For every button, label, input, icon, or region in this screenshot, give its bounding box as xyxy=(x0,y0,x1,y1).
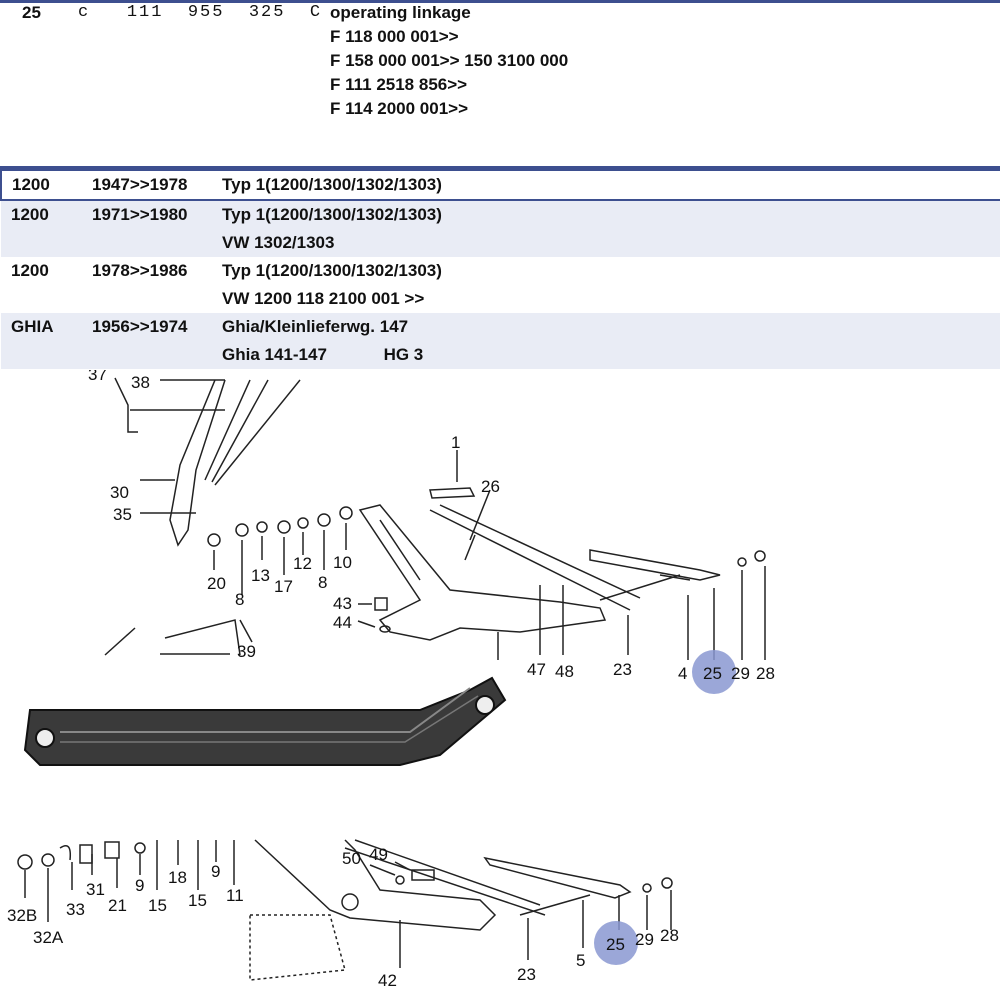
callout-label: 13 xyxy=(251,566,270,585)
callout-label: 18 xyxy=(168,868,187,887)
callout-label: 29 xyxy=(731,664,750,683)
callout-label: 20 xyxy=(207,574,226,593)
model-row[interactable]: 1200 1947>>1978 Typ 1(1200/1300/1302/130… xyxy=(0,169,1000,201)
callout-label: 42 xyxy=(378,971,397,990)
callout-label: 28 xyxy=(756,664,775,683)
part-header: 25 c 111 955 325 C operating linkage F 1… xyxy=(0,0,1000,165)
callout-label: 23 xyxy=(517,965,536,984)
callout-label: 17 xyxy=(274,577,293,596)
model-row-cont: Ghia 141-147 HG 3 xyxy=(1,341,1000,369)
callout-label: 11 xyxy=(226,886,244,905)
model-row-cont: VW 1302/1303 xyxy=(1,229,1000,257)
part-fitment-line: F 114 2000 001>> xyxy=(330,99,469,118)
model-row[interactable]: GHIA 1956>>1974 Ghia/Kleinlieferwg. 147 xyxy=(1,313,1000,341)
code-letter: c xyxy=(78,3,91,22)
callout-label: 43 xyxy=(333,594,352,613)
callout-label: 50 xyxy=(342,849,361,868)
callout-label: 15 xyxy=(188,891,207,910)
callout-label: 10 xyxy=(333,553,352,572)
callout-label: 9 xyxy=(211,862,220,881)
callout-label: 4 xyxy=(678,664,687,683)
callout-label: 32B xyxy=(7,906,37,925)
years-cell: 1971>>1980 xyxy=(92,200,222,229)
section-rule xyxy=(0,166,1000,169)
callout-label-highlighted[interactable]: 25 xyxy=(703,664,722,683)
callout-label: 8 xyxy=(235,590,244,609)
linkage-bar-photo xyxy=(23,676,507,766)
years-cell: 1956>>1974 xyxy=(92,313,222,341)
model-cell: GHIA xyxy=(1,313,92,341)
callout-label: 47 xyxy=(527,660,546,679)
type-cell: VW 1302/1303 xyxy=(222,229,1000,257)
callout-label: 12 xyxy=(293,554,312,573)
callout-label: 30 xyxy=(110,483,129,502)
callout-label: 39 xyxy=(237,642,256,661)
callout-label: 5 xyxy=(576,951,585,970)
part-fitment-line: F 158 000 001>> 150 3100 000 xyxy=(330,51,569,70)
callout-label: 44 xyxy=(333,613,352,632)
callout-label: 35 xyxy=(113,505,132,524)
upper-linkage-drawing xyxy=(104,377,766,660)
years-cell: 1947>>1978 xyxy=(92,169,222,201)
highlight-marker-lower[interactable] xyxy=(594,921,638,965)
callout-label: 15 xyxy=(148,896,167,915)
callout-label: 26 xyxy=(481,477,500,496)
callout-label: 23 xyxy=(613,660,632,679)
model-row-cont: VW 1200 118 2100 001 >> xyxy=(1,285,1000,313)
part-description: operating linkage xyxy=(330,3,471,22)
callout-label: 28 xyxy=(660,926,679,945)
type-cell: Typ 1(1200/1300/1302/1303) xyxy=(222,200,1000,229)
part-position: 25 xyxy=(22,3,41,22)
lower-linkage-drawing xyxy=(17,839,673,981)
part-fitment-line: F 118 000 001>> xyxy=(330,27,459,46)
type-cell: VW 1200 118 2100 001 >> xyxy=(222,285,1000,313)
type-cell: Typ 1(1200/1300/1302/1303) xyxy=(222,169,1000,201)
callout-label: 8 xyxy=(318,573,327,592)
type-cell: Ghia 141-147 HG 3 xyxy=(222,341,1000,369)
callout-label: 49 xyxy=(369,845,388,864)
callout-label: 29 xyxy=(635,930,654,949)
highlight-marker-upper[interactable] xyxy=(692,650,736,694)
callout-label: 48 xyxy=(555,662,574,681)
model-table: 1200 1947>>1978 Typ 1(1200/1300/1302/130… xyxy=(0,169,1000,369)
model-row[interactable]: 1200 1978>>1986 Typ 1(1200/1300/1302/130… xyxy=(1,257,1000,285)
callout-label: 33 xyxy=(66,900,85,919)
type-cell: Ghia/Kleinlieferwg. 147 xyxy=(222,313,1000,341)
model-cell: 1200 xyxy=(1,200,92,229)
part-number: c 111 955 325 C xyxy=(78,3,322,22)
years-cell: 1978>>1986 xyxy=(92,257,222,285)
callout-label-highlighted[interactable]: 25 xyxy=(606,935,625,954)
callout-label: 32A xyxy=(33,928,64,947)
part-number-value: 111 955 325 C xyxy=(126,3,323,22)
top-rule xyxy=(0,0,1000,3)
callout-label: 38 xyxy=(131,373,150,392)
model-cell: 1200 xyxy=(0,169,92,201)
type-cell: Typ 1(1200/1300/1302/1303) xyxy=(222,257,1000,285)
model-row[interactable]: 1200 1971>>1980 Typ 1(1200/1300/1302/130… xyxy=(1,200,1000,229)
callout-label: 9 xyxy=(135,876,144,895)
part-fitment-line: F 111 2518 856>> xyxy=(330,75,468,94)
callout-label: 21 xyxy=(108,896,127,915)
callout-label: 31 xyxy=(86,880,105,899)
callout-label: 1 xyxy=(451,433,460,452)
exploded-parts-diagram: 37 38 30 35 1 26 20 8 13 17 12 8 10 43 4… xyxy=(7,370,775,990)
callout-label: 37 xyxy=(88,370,107,384)
model-cell: 1200 xyxy=(1,257,92,285)
